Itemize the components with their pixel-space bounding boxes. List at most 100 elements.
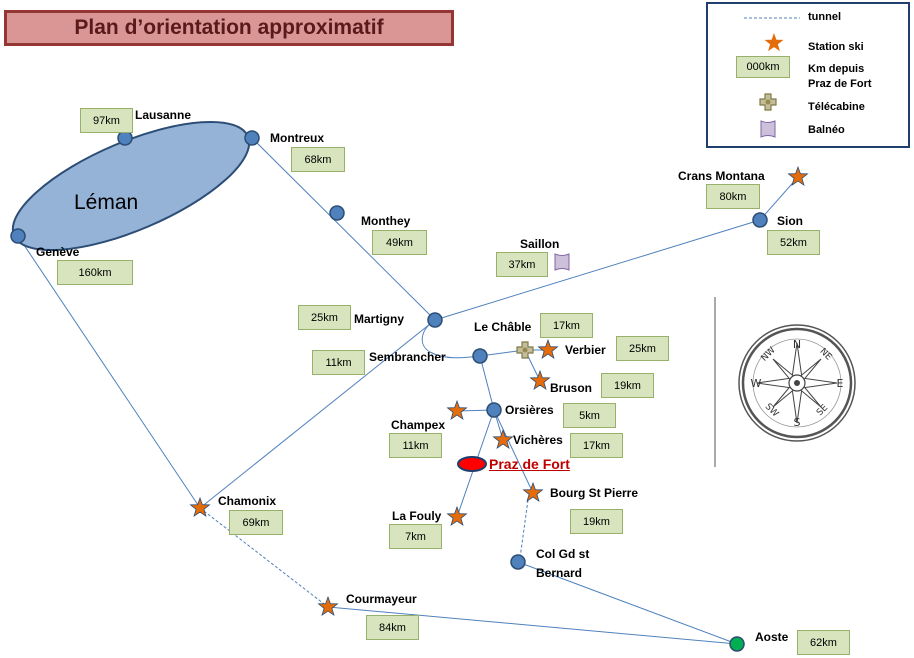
label-lafouly: La Fouly — [392, 509, 442, 523]
compass-e: E — [837, 377, 844, 390]
label-chamonix: Chamonix — [218, 494, 277, 508]
legend: 000km tunnel Station ski Km depuis Praz … — [706, 2, 910, 148]
node-geneve — [10, 228, 26, 244]
label-lechable: Le Châble — [474, 320, 532, 334]
compass-n: N — [793, 338, 801, 351]
node-monthey — [329, 205, 345, 221]
label-saillon: Saillon — [520, 237, 560, 251]
km-lafouly: 7km — [389, 524, 442, 549]
balneo-icon — [554, 253, 570, 271]
star-bourg — [523, 482, 543, 502]
node-colgd — [510, 554, 526, 570]
km-monthey: 49km — [372, 230, 427, 255]
star-vicheres — [493, 429, 513, 449]
compass-s: S — [794, 416, 801, 429]
tunnels — [199, 499, 529, 608]
km-martigny: 25km — [298, 305, 351, 330]
star-lafouly — [447, 506, 467, 526]
label-praz-de-fort: Praz de Fort — [489, 456, 570, 472]
km-montreux: 68km — [291, 147, 345, 172]
km-champex: 11km — [389, 433, 442, 458]
km-crans: 80km — [706, 184, 760, 209]
km-bruson: 19km — [601, 373, 654, 398]
compass-rose — [738, 324, 856, 442]
node-montreux — [244, 130, 260, 146]
label-monthey: Monthey — [361, 214, 411, 228]
label-crans: Crans Montana — [678, 169, 765, 183]
km-sembrancher: 11km — [312, 350, 365, 375]
km-geneve: 160km — [57, 260, 133, 285]
road-martigny-sion — [434, 219, 761, 321]
legend-symbols — [744, 17, 800, 138]
label-verbier: Verbier — [565, 343, 606, 357]
node-orsieres — [486, 402, 502, 418]
legend-balneo-label: Balnéo — [808, 124, 845, 136]
lake-label: Léman — [74, 191, 139, 214]
legend-km-label-2: Praz de Fort — [808, 78, 872, 90]
road-courmayeur-aoste — [327, 606, 738, 645]
label-montreux: Montreux — [270, 131, 324, 145]
km-chamonix: 69km — [229, 510, 283, 535]
label-orsieres: Orsières — [505, 403, 554, 417]
km-verbier: 25km — [616, 336, 669, 361]
label-sembrancher: Sembrancher — [369, 350, 446, 364]
compass-labels: N S E W NE NW SE SW — [751, 338, 844, 429]
praz-de-fort-marker — [457, 456, 487, 472]
km-aoste: 62km — [797, 630, 850, 655]
road-orsieres-bourg — [493, 409, 534, 494]
tunnel-chamonix-courmayeur — [199, 507, 329, 608]
star-courmayeur — [318, 596, 338, 616]
road-montreux-martigny — [251, 137, 436, 321]
legend-km-label-1: Km depuis — [808, 63, 865, 75]
legend-km-box: 000km — [736, 56, 790, 78]
star-chamonix — [190, 497, 210, 517]
km-vicheres: 17km — [570, 433, 623, 458]
road-colgd-aoste — [517, 561, 738, 645]
legend-ski-label: Station ski — [808, 41, 864, 53]
label-aoste: Aoste — [755, 630, 789, 644]
km-lausanne: 97km — [80, 108, 133, 133]
star-bruson — [530, 370, 550, 390]
star-champex — [447, 400, 467, 420]
town-nodes — [10, 130, 768, 570]
km-lechable: 17km — [540, 313, 593, 338]
km-sion: 52km — [767, 230, 820, 255]
km-courmayeur: 84km — [366, 615, 419, 640]
node-lausanne — [117, 130, 133, 146]
legend-telecabine-icon — [759, 93, 777, 111]
km-saillon: 37km — [496, 252, 548, 277]
label-courmayeur: Courmayeur — [346, 592, 417, 606]
label-lausanne: Lausanne — [135, 108, 192, 122]
label-geneve: Genève — [36, 245, 80, 259]
road-martigny-sembrancher — [421, 319, 481, 359]
node-aoste — [729, 636, 745, 652]
page-title: Plan d’orientation approximatif — [4, 10, 454, 46]
legend-star-icon — [764, 33, 784, 52]
star-verbier — [538, 339, 558, 359]
label-martigny: Martigny — [354, 312, 405, 326]
tunnel-bourg-colgd — [519, 499, 529, 559]
node-sion — [752, 212, 768, 228]
label-bourg: Bourg St Pierre — [550, 486, 639, 500]
label-vicheres: Vichères — [513, 433, 563, 447]
compass-w: W — [751, 377, 762, 390]
km-bourg: 19km — [570, 509, 623, 534]
road-sion-crans — [759, 176, 799, 221]
label-colgd-2: Bernard — [536, 566, 583, 580]
label-colgd-1: Col Gd st — [536, 547, 590, 561]
label-sion: Sion — [777, 214, 803, 228]
km-orsieres: 5km — [563, 403, 616, 428]
road-chamonix-martigny — [199, 319, 436, 509]
legend-telecabine-label: Télécabine — [808, 101, 865, 113]
star-crans — [788, 166, 808, 186]
label-bruson: Bruson — [550, 381, 592, 395]
telecabine-icon — [516, 341, 534, 359]
legend-tunnel-label: tunnel — [808, 11, 841, 23]
label-champex: Champex — [391, 418, 446, 432]
node-martigny — [427, 312, 443, 328]
road-geneve-chamonix — [17, 235, 201, 509]
node-sembrancher — [472, 348, 488, 364]
legend-balneo-icon — [760, 120, 776, 138]
road-sembrancher-orsieres — [479, 355, 495, 411]
